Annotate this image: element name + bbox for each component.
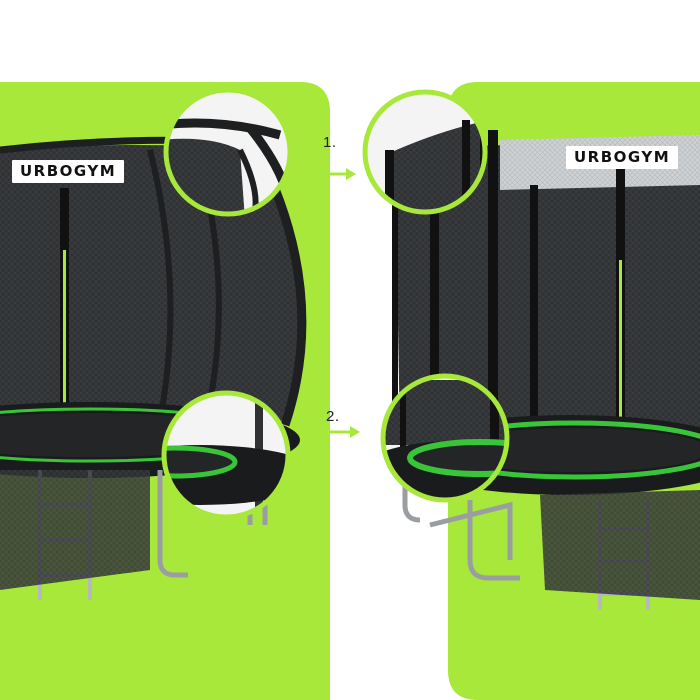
right-brand-tag: URBOGYM — [566, 146, 679, 169]
callout-arrow-1 — [298, 168, 356, 180]
left-zoom-bottom — [161, 390, 291, 520]
right-zoom-bottom — [380, 373, 510, 503]
right-zoom-top — [362, 89, 488, 215]
callout-label-1: 1. — [323, 134, 337, 151]
left-brand-tag: URBOGYM — [12, 160, 125, 183]
callout-label-2: 2. — [326, 408, 340, 425]
callout-arrow-2 — [302, 426, 360, 438]
